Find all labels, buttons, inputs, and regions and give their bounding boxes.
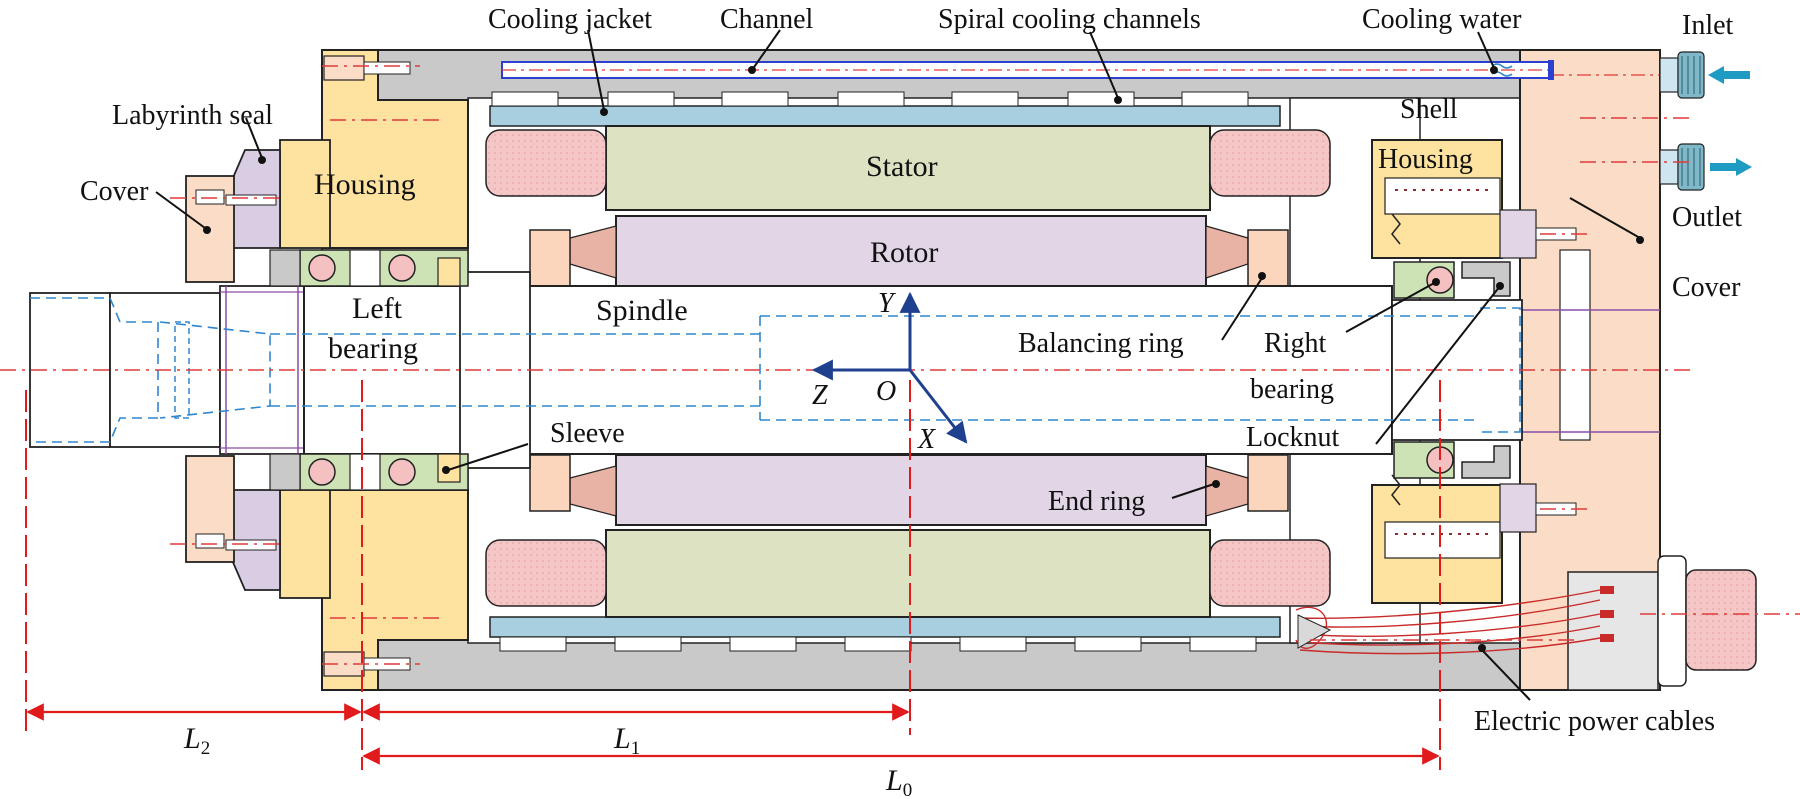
label-inlet: Inlet bbox=[1682, 10, 1734, 41]
label-left-bearing-2: bearing bbox=[328, 332, 418, 365]
label-cover-left: Cover bbox=[80, 176, 149, 207]
housing-screws bbox=[225, 55, 411, 677]
axial-channel bbox=[501, 60, 1554, 80]
right-bearing bbox=[1393, 261, 1455, 479]
flow-arrows bbox=[1708, 66, 1752, 176]
label-rotor: Rotor bbox=[870, 236, 938, 269]
stator-windings bbox=[485, 129, 1331, 607]
label-locknut: Locknut bbox=[1246, 422, 1340, 453]
label-spindle: Spindle bbox=[596, 294, 688, 327]
electric-power-cables bbox=[1295, 589, 1601, 655]
axis-label-o: O bbox=[876, 376, 896, 407]
dimension-extension-lines bbox=[25, 380, 1441, 770]
leader-dots bbox=[203, 66, 1644, 652]
text-labels: Cooling jacket Channel Spiral cooling ch… bbox=[80, 4, 1742, 737]
label-spiral-cooling-channels: Spiral cooling channels bbox=[938, 4, 1201, 35]
axis-label-z: Z bbox=[812, 380, 828, 411]
dim-label-l0: L0 bbox=[885, 764, 912, 799]
label-electric-power-cables: Electric power cables bbox=[1474, 706, 1715, 737]
label-sleeve: Sleeve bbox=[550, 418, 625, 449]
outlet-connector bbox=[1659, 143, 1705, 191]
stator bbox=[605, 125, 1211, 618]
leader-lines bbox=[155, 29, 1641, 701]
label-housing-right: Housing bbox=[1378, 144, 1473, 175]
label-balancing-ring: Balancing ring bbox=[1018, 328, 1184, 359]
label-stator: Stator bbox=[866, 150, 938, 183]
label-right-bearing-1: Right bbox=[1264, 328, 1326, 359]
label-cover-right: Cover bbox=[1672, 272, 1741, 303]
axis-labels: Y Z O X bbox=[812, 288, 936, 455]
end-rings bbox=[569, 225, 1249, 517]
dimension-labels: L2 L1 L0 bbox=[183, 722, 912, 799]
label-outlet: Outlet bbox=[1672, 202, 1742, 233]
axis-label-y: Y bbox=[878, 288, 897, 319]
label-end-ring: End ring bbox=[1048, 486, 1145, 517]
left-bearings bbox=[269, 249, 469, 491]
spiral-channels-bottom bbox=[499, 636, 1257, 652]
rotor bbox=[615, 215, 1207, 526]
dim-label-l1: L1 bbox=[613, 722, 640, 759]
power-connector bbox=[1567, 555, 1757, 691]
label-housing-left: Housing bbox=[314, 168, 416, 201]
label-right-bearing-2: bearing bbox=[1250, 374, 1334, 405]
inlet-connector bbox=[1659, 51, 1705, 99]
label-labyrinth-seal: Labyrinth seal bbox=[112, 100, 273, 131]
coordinate-axes bbox=[811, 291, 968, 444]
label-cooling-jacket: Cooling jacket bbox=[488, 4, 652, 35]
label-channel: Channel bbox=[720, 4, 814, 35]
axis-label-x: X bbox=[917, 424, 936, 455]
dim-label-l2: L2 bbox=[183, 722, 210, 759]
label-left-bearing-1: Left bbox=[352, 292, 403, 325]
right-housing bbox=[1371, 139, 1503, 604]
label-cooling-water: Cooling water bbox=[1362, 4, 1522, 35]
dimension-lines bbox=[26, 703, 1440, 765]
label-shell: Shell bbox=[1400, 94, 1458, 125]
balancing-rings bbox=[529, 229, 1289, 512]
left-housing bbox=[279, 49, 469, 691]
